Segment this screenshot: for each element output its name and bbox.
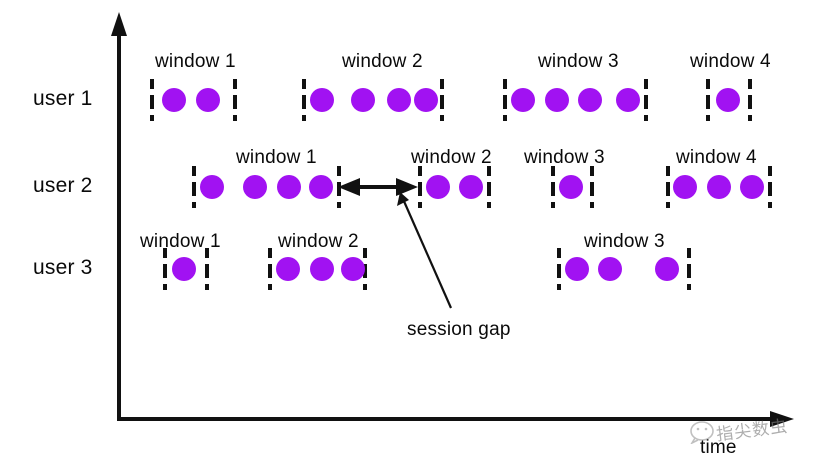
window-label: window 1	[140, 231, 221, 252]
event-dot	[341, 257, 365, 281]
window-bracket-left	[192, 166, 196, 208]
window-label: window 3	[584, 231, 665, 252]
event-dot	[172, 257, 196, 281]
window-bracket-right	[440, 79, 444, 121]
event-dot	[310, 257, 334, 281]
event-dot	[559, 175, 583, 199]
event-dot	[459, 175, 483, 199]
window-label: window 3	[524, 147, 605, 168]
window-bracket-left	[150, 79, 154, 121]
window-label: window 1	[236, 147, 317, 168]
event-dot	[616, 88, 640, 112]
window-bracket-left	[302, 79, 306, 121]
event-dot	[673, 175, 697, 199]
event-dot	[740, 175, 764, 199]
event-dot	[511, 88, 535, 112]
window-bracket-right	[768, 166, 772, 208]
event-dot	[545, 88, 569, 112]
event-dot	[200, 175, 224, 199]
event-dot	[655, 257, 679, 281]
window-bracket-right	[644, 79, 648, 121]
event-dot	[162, 88, 186, 112]
window-label: window 4	[690, 51, 771, 72]
event-dot	[578, 88, 602, 112]
window-label: window 3	[538, 51, 619, 72]
window-label: window 1	[155, 51, 236, 72]
window-bracket-right	[748, 79, 752, 121]
session-gap-pointer	[397, 192, 453, 309]
window-bracket-right	[233, 79, 237, 121]
window-bracket-right	[590, 166, 594, 208]
window-bracket-left	[551, 166, 555, 208]
users-axis	[111, 12, 127, 420]
window-label: window 2	[278, 231, 359, 252]
window-label: window 2	[342, 51, 423, 72]
window-bracket-right	[205, 248, 209, 290]
window-bracket-left	[666, 166, 670, 208]
event-dot	[243, 175, 267, 199]
row-label-user-2: user 2	[33, 174, 93, 197]
event-dot	[707, 175, 731, 199]
window-bracket-left	[503, 79, 507, 121]
event-dot	[414, 88, 438, 112]
event-dot	[309, 175, 333, 199]
event-dot	[196, 88, 220, 112]
event-dot	[565, 257, 589, 281]
window-bracket-left	[418, 166, 422, 208]
window-bracket-right	[687, 248, 691, 290]
event-dot	[276, 257, 300, 281]
event-dot	[277, 175, 301, 199]
window-bracket-right	[487, 166, 491, 208]
window-bracket-left	[557, 248, 561, 290]
event-dot	[351, 88, 375, 112]
event-dot	[716, 88, 740, 112]
row-label-user-1: user 1	[33, 87, 93, 110]
session-gap-label: session gap	[407, 319, 511, 340]
time-axis-label: time	[700, 437, 737, 458]
event-dot	[598, 257, 622, 281]
event-dot	[426, 175, 450, 199]
window-bracket-left	[163, 248, 167, 290]
row-label-user-3: user 3	[33, 256, 93, 279]
window-bracket-right	[363, 248, 367, 290]
event-dot	[310, 88, 334, 112]
window-label: window 2	[411, 147, 492, 168]
window-bracket-left	[268, 248, 272, 290]
event-dot	[387, 88, 411, 112]
session-gap-arrow	[338, 178, 418, 196]
window-label: window 4	[676, 147, 757, 168]
window-bracket-left	[706, 79, 710, 121]
window-bracket-right	[337, 166, 341, 208]
time-axis	[117, 411, 794, 427]
